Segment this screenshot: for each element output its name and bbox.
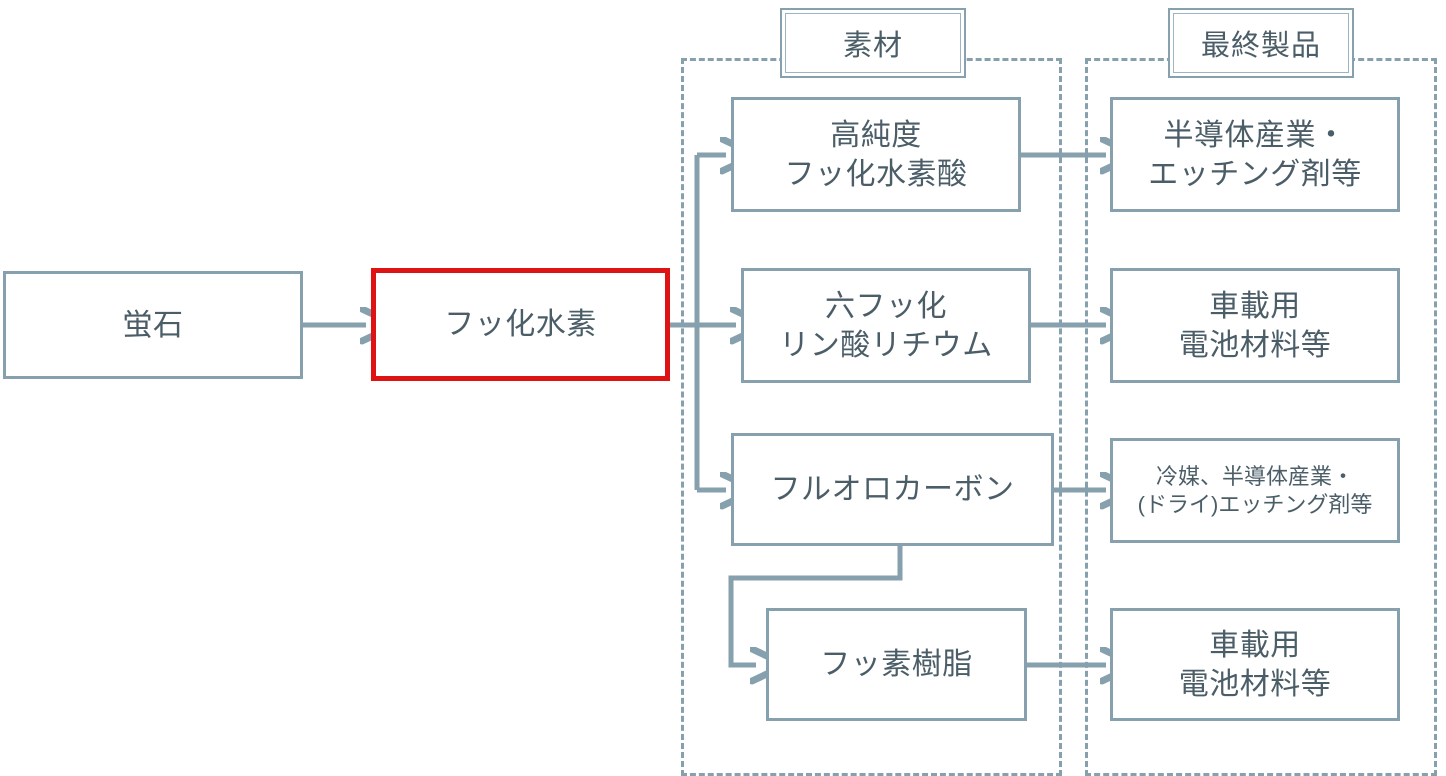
node-material-2[interactable]: 六フッ化 リン酸リチウム — [741, 268, 1031, 383]
group-label-materials-text: 素材 — [785, 13, 961, 73]
node-product-3[interactable]: 冷媒、半導体産業・ (ドライ)エッチング剤等 — [1110, 438, 1400, 543]
node-fluorite[interactable]: 蛍石 — [3, 271, 303, 379]
node-material-1[interactable]: 高純度 フッ化水素酸 — [731, 97, 1021, 212]
group-label-materials: 素材 — [780, 8, 966, 78]
node-product-4[interactable]: 車載用 電池材料等 — [1110, 608, 1400, 721]
node-product-2[interactable]: 車載用 電池材料等 — [1110, 268, 1400, 383]
node-material-3[interactable]: フルオロカーボン — [731, 433, 1054, 546]
group-label-final-products-text: 最終製品 — [1173, 13, 1349, 73]
node-product-1[interactable]: 半導体産業・ エッチング剤等 — [1110, 97, 1400, 212]
group-label-final-products: 最終製品 — [1168, 8, 1354, 78]
node-material-4[interactable]: フッ素樹脂 — [766, 608, 1027, 721]
node-hydrogen-fluoride[interactable]: フッ化水素 — [371, 268, 670, 381]
